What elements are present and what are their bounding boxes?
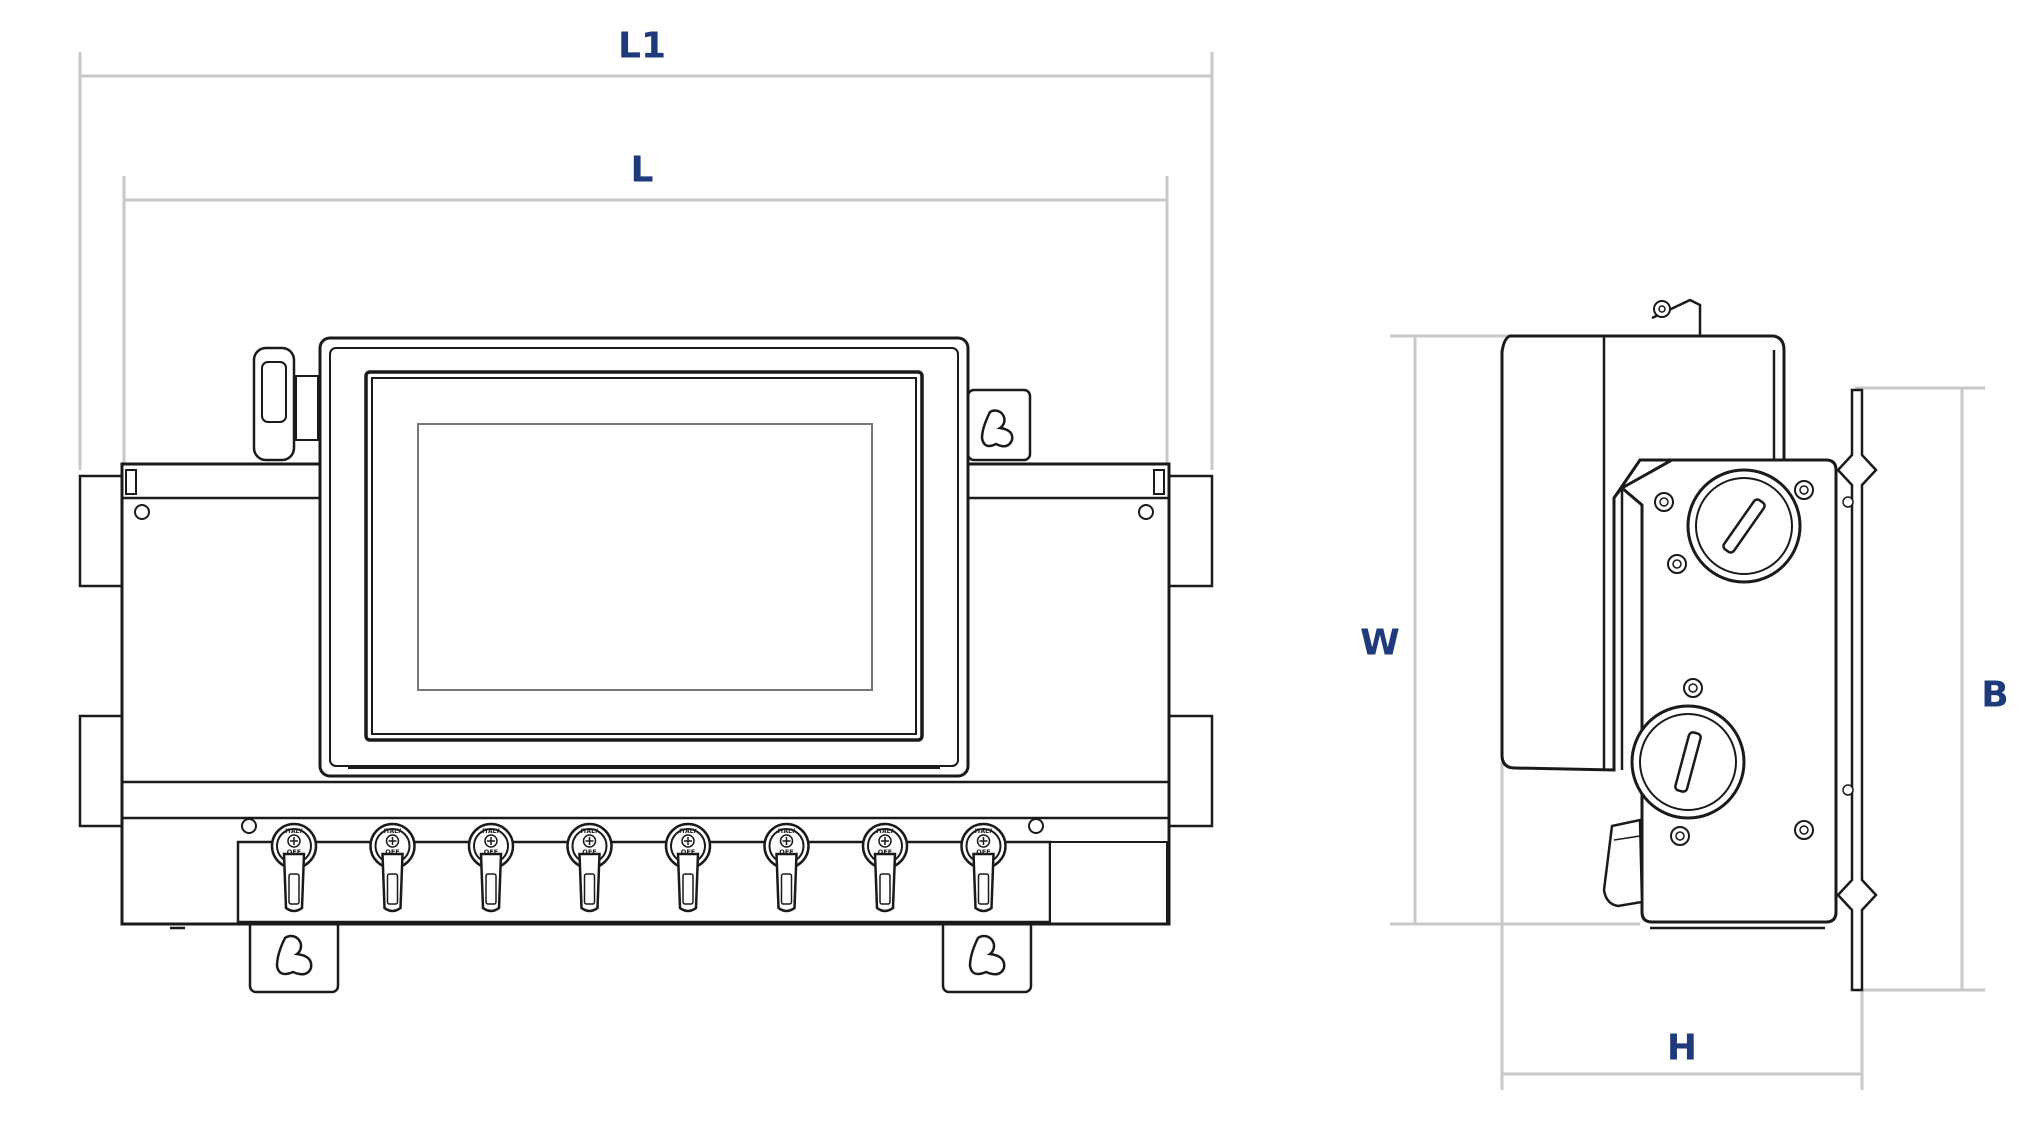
- switch-off-text: OFF: [779, 848, 793, 856]
- switch-handle-side: [1602, 818, 1644, 908]
- switch-brand-text: ITALY: [581, 828, 599, 835]
- switch-off-text: OFF: [878, 848, 892, 856]
- side-view: [1500, 298, 1878, 992]
- hmi-side-profile: [1500, 334, 1786, 772]
- dimension-label-L: L: [630, 149, 654, 191]
- switch-rail: [236, 840, 1052, 924]
- rotary-switch[interactable]: ITALY OFF: [369, 822, 416, 913]
- switch-brand-text: ITALY: [778, 828, 796, 835]
- switch-brand-text: ITALY: [679, 828, 697, 835]
- dimension-lines-side: [1390, 334, 1985, 1090]
- rotary-switch[interactable]: ITALY OFF: [960, 822, 1007, 913]
- dimension-lines-front: [78, 52, 1214, 470]
- mount-tab-top-right: [966, 388, 1032, 462]
- rotary-switch[interactable]: ITALY OFF: [664, 822, 712, 913]
- rail-left-top: [78, 474, 126, 588]
- mount-bracket: [1836, 388, 1878, 992]
- mount-tab-bottom-left: [248, 918, 340, 994]
- switch-brand-text: ITALY: [285, 828, 303, 835]
- switch-off-text: OFF: [484, 848, 498, 856]
- rail-right-bottom: [1165, 714, 1214, 828]
- dimension-label-B: B: [1981, 674, 2009, 716]
- switch-off-text: OFF: [681, 848, 695, 856]
- rotary-switch[interactable]: ITALY OFF: [467, 822, 515, 913]
- switch-off-text: OFF: [287, 848, 301, 856]
- rotary-switch[interactable]: ITALY OFF: [763, 822, 810, 913]
- rail-left-bottom: [78, 714, 126, 828]
- switch-off-text: OFF: [582, 848, 596, 856]
- dimension-label-L1: L1: [618, 25, 666, 67]
- rotary-switch[interactable]: ITALY OFF: [566, 822, 613, 913]
- switch-brand-text: ITALY: [384, 828, 402, 835]
- switch-off-text: OFF: [385, 848, 399, 856]
- switch-off-text: OFF: [976, 848, 990, 856]
- rotary-switch-group: ITALY OFF ITALY OFF ITALY OFF ITALY OFF ITALY OFF…: [270, 822, 1007, 913]
- keyhole-slot: [980, 409, 1014, 448]
- switch-brand-text: ITALY: [876, 828, 894, 835]
- hmi-screen: [417, 423, 873, 691]
- switch-brand-text: ITALY: [975, 828, 993, 835]
- rotary-switch[interactable]: ITALY OFF: [861, 822, 909, 913]
- dimension-label-W: W: [1360, 622, 1400, 664]
- rail-right-top: [1165, 474, 1214, 588]
- mount-tab-bottom-right: [941, 918, 1033, 994]
- switch-brand-text: ITALY: [482, 828, 500, 835]
- rotary-switch[interactable]: ITALY OFF: [270, 822, 318, 913]
- front-view: [78, 336, 1214, 994]
- dimension-label-H: H: [1666, 1027, 1698, 1069]
